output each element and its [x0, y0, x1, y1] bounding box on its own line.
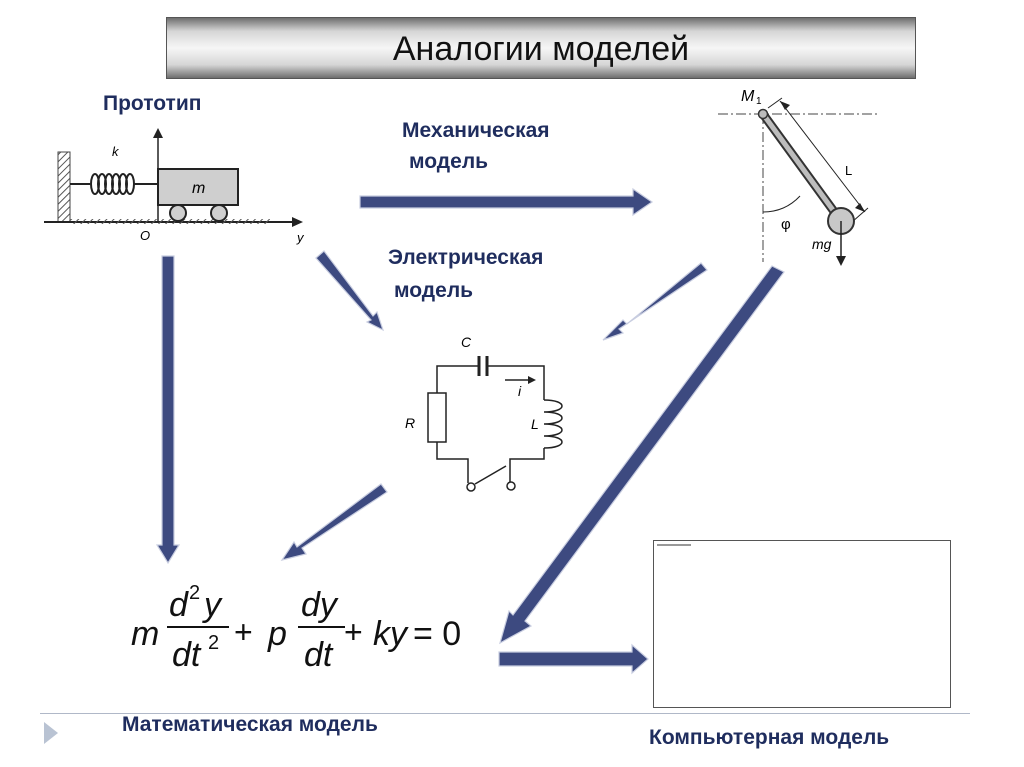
eq-dt: dt [304, 636, 334, 674]
angle-label: φ [781, 216, 791, 233]
arrow-prototype-to-math [155, 255, 181, 565]
eq-sup2a: 2 [189, 582, 200, 604]
eq-equals-zero: = 0 [413, 615, 461, 653]
spring [90, 173, 135, 195]
length-arrow-bottom [855, 203, 865, 212]
switch-contact-left [466, 482, 476, 492]
eq-p: p [267, 615, 287, 653]
equation: m d 2 y dt 2 + p dy dt + ky = 0 [131, 582, 461, 674]
wire-left-bottom [436, 442, 469, 483]
slide-title: Аналогии моделей [392, 30, 690, 68]
label-elec-line1: Электрическая [388, 246, 544, 269]
eq-sup2b: 2 [208, 632, 219, 654]
spring-constant-label: k [112, 144, 120, 159]
y-axis-arrow [292, 217, 303, 227]
floor-hatch [70, 219, 270, 224]
eq-ky: ky [373, 615, 409, 653]
pendulum-figure: M 1 L φ mg [718, 88, 880, 266]
footer-triangle-icon [44, 722, 58, 744]
label-computer-model: Компьютерная модель [649, 726, 890, 749]
pivot-mass-subscript: 1 [756, 96, 762, 107]
eq-dt2: dt [172, 636, 202, 674]
pivot [757, 108, 769, 120]
wire-top-left [436, 365, 479, 393]
label-mech-line2: модель [409, 150, 489, 173]
footer-divider [40, 713, 970, 714]
prototype-figure: k m O y [44, 128, 305, 245]
arrow-math-to-computer [498, 643, 649, 675]
wire-top-right [487, 365, 545, 400]
title-bar: Аналогии моделей [166, 17, 916, 79]
wire-right-bottom [509, 448, 545, 482]
length-dimension-line [779, 100, 866, 213]
eq-y: y [202, 586, 223, 624]
arrow-mech-to-math [499, 265, 785, 645]
wall [57, 151, 71, 223]
pendulum-rod-inner [760, 111, 841, 220]
length-label: L [845, 163, 852, 178]
gravity-force-label: mg [812, 236, 832, 252]
eq-plus2: + [344, 614, 363, 650]
eq-plus1: + [234, 614, 253, 650]
origin-label: O [140, 228, 150, 243]
circuit-figure [427, 356, 563, 492]
switch-lever [474, 465, 507, 485]
eq-d2: d [169, 586, 189, 624]
wheel-left [169, 204, 187, 222]
axis-y-label: y [296, 230, 305, 245]
mass-block [157, 168, 239, 206]
length-arrow-top [780, 101, 790, 110]
arrow-elec-to-math [280, 483, 388, 561]
arrow-mech-to-elec [602, 262, 708, 341]
resistor-label: R [405, 415, 415, 431]
arrow-prototype-to-mech [359, 187, 654, 217]
current-label: i [518, 383, 522, 399]
wheel-right [210, 204, 228, 222]
angle-arc [762, 195, 801, 213]
resistor [427, 392, 447, 443]
label-elec-line2: модель [394, 279, 474, 302]
length-tick-top [767, 97, 783, 109]
pivot-mass-label: M [741, 88, 755, 105]
label-prototype: Прототип [103, 92, 202, 115]
eq-m: m [131, 615, 159, 653]
arrows [155, 187, 785, 675]
mass-label: m [192, 180, 205, 197]
screen-title-bar [657, 544, 691, 546]
current-arrow-head [528, 376, 536, 384]
arrow-prototype-to-elec [315, 250, 385, 332]
origin-axis-arrow [153, 128, 163, 138]
capacitor-label: C [461, 334, 472, 350]
eq-dy: dy [301, 586, 339, 624]
inductor-label: L [531, 416, 539, 432]
label-mech-line1: Механическая [402, 119, 550, 142]
label-math-model: Математическая модель [122, 713, 378, 736]
inductor-coil [543, 399, 563, 449]
computer-screen-window [653, 540, 951, 708]
gravity-arrow [836, 256, 846, 266]
switch-contact-right [506, 481, 516, 491]
